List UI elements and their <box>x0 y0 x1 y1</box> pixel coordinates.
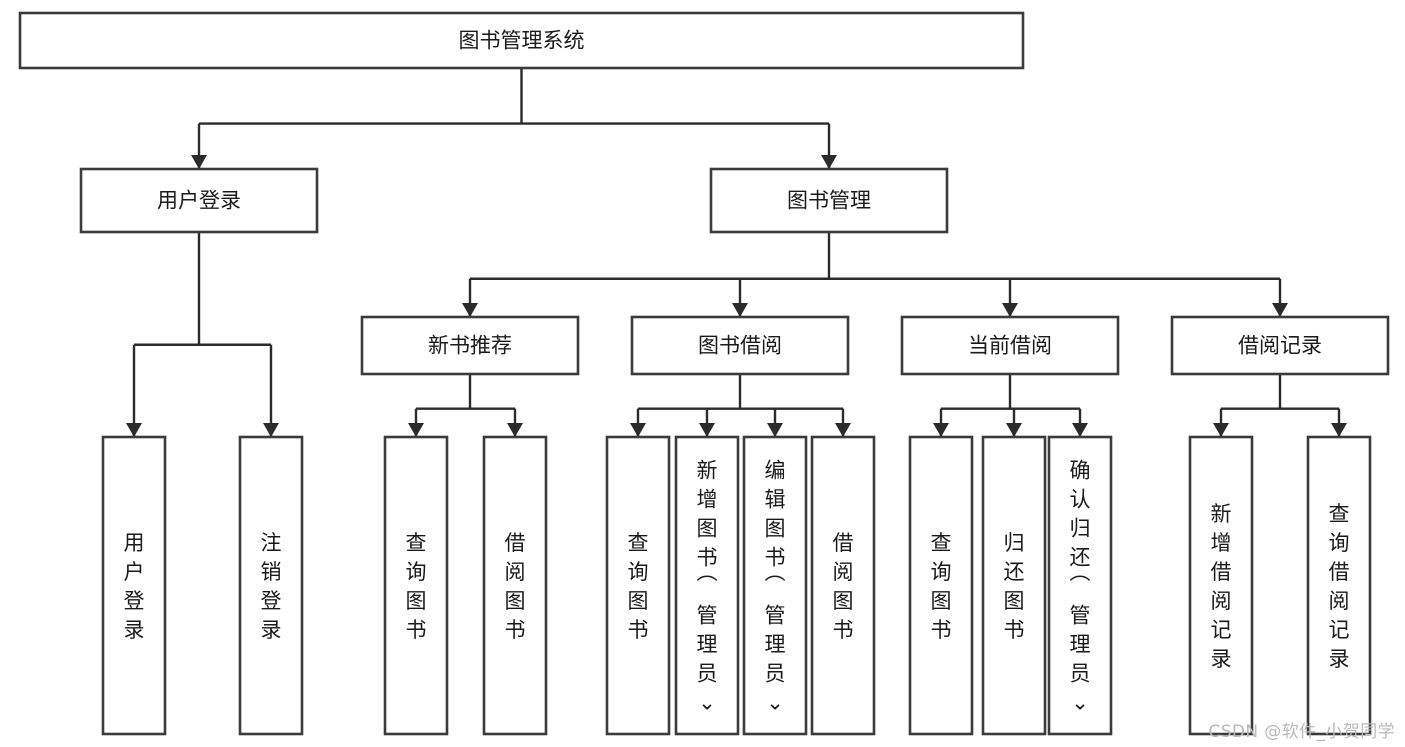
node-user-login[interactable]: 用户登录 <box>79 167 319 234</box>
arrow-head <box>408 423 424 437</box>
vertical-bracket: ⌄ <box>766 691 784 715</box>
arrow-head <box>1006 423 1022 437</box>
vertical-bracket: ⌄ <box>698 691 716 715</box>
node-box-leaf-query-book-1 <box>383 435 449 736</box>
edges-layer <box>126 68 1347 437</box>
node-box-leaf-add-book-admin <box>674 435 740 736</box>
vertical-bracket: ⌒ <box>1070 575 1091 599</box>
node-leaf-confirm-return-admin[interactable]: 确认归还⌒管理员⌄ <box>1047 435 1113 736</box>
node-leaf-add-book-admin[interactable]: 新增图书⌒管理员⌄ <box>674 435 740 736</box>
node-leaf-add-record[interactable]: 新增借阅记录 <box>1188 435 1254 736</box>
node-box-leaf-borrow-book-2 <box>810 435 876 736</box>
node-label-leaf-borrow-book-1: 借阅图书 <box>505 531 526 642</box>
node-box-book-manage <box>709 167 949 234</box>
node-leaf-query-book-1[interactable]: 查询图书 <box>383 435 449 736</box>
node-leaf-query-book-2[interactable]: 查询图书 <box>605 435 671 736</box>
arrow-head <box>933 423 949 437</box>
node-box-user-login <box>79 167 319 234</box>
arrow-head <box>1331 423 1347 437</box>
node-root[interactable]: 图书管理系统 <box>18 11 1025 70</box>
node-label-root: 图书管理系统 <box>459 29 585 53</box>
node-box-leaf-borrow-book-1 <box>482 435 548 736</box>
node-borrow-record[interactable]: 借阅记录 <box>1170 315 1390 376</box>
node-book-borrow[interactable]: 图书借阅 <box>630 315 850 376</box>
vertical-bracket: ⌄ <box>1071 691 1089 715</box>
arrow-head <box>1002 303 1018 317</box>
arrow-head <box>126 423 142 437</box>
arrow-head <box>1213 423 1229 437</box>
arrow-head <box>507 423 523 437</box>
node-leaf-borrow-book-2[interactable]: 借阅图书 <box>810 435 876 736</box>
node-box-leaf-query-book-3 <box>908 435 974 736</box>
node-box-current-borrow <box>900 315 1120 376</box>
node-label-leaf-user-login: 用户登录 <box>124 531 145 642</box>
node-leaf-edit-book-admin[interactable]: 编辑图书⌒管理员⌄ <box>742 435 808 736</box>
node-label-leaf-query-book-2: 查询图书 <box>628 531 649 642</box>
node-label-current-borrow: 当前借阅 <box>968 334 1052 358</box>
node-label-book-borrow: 图书借阅 <box>698 334 782 358</box>
node-box-leaf-edit-book-admin <box>742 435 808 736</box>
node-leaf-logout-login[interactable]: 注销登录 <box>238 435 304 736</box>
node-label-leaf-return-book: 归还图书 <box>1004 531 1025 642</box>
node-leaf-return-book[interactable]: 归还图书 <box>981 435 1047 736</box>
arrow-head <box>630 423 646 437</box>
node-current-borrow[interactable]: 当前借阅 <box>900 315 1120 376</box>
vertical-bracket: ⌒ <box>697 575 718 599</box>
nodes-layer: 图书管理系统用户登录图书管理新书推荐图书借阅当前借阅借阅记录用户登录注销登录查询… <box>18 11 1390 736</box>
arrow-head <box>732 303 748 317</box>
node-box-leaf-query-record <box>1306 435 1372 736</box>
node-label-user-login: 用户登录 <box>157 189 241 213</box>
node-leaf-borrow-book-1[interactable]: 借阅图书 <box>482 435 548 736</box>
node-leaf-query-book-3[interactable]: 查询图书 <box>908 435 974 736</box>
arrow-head <box>1072 423 1088 437</box>
vertical-bracket: ⌒ <box>765 575 786 599</box>
arrow-head <box>699 423 715 437</box>
arrow-head <box>191 155 207 169</box>
arrow-head <box>1272 303 1288 317</box>
node-box-leaf-user-login <box>101 435 167 736</box>
node-box-leaf-add-record <box>1188 435 1254 736</box>
arrow-head <box>263 423 279 437</box>
node-label-leaf-borrow-book-2: 借阅图书 <box>833 531 854 642</box>
arrow-head <box>767 423 783 437</box>
node-box-leaf-logout-login <box>238 435 304 736</box>
node-box-new-book-recommend <box>360 315 580 376</box>
arrow-head <box>835 423 851 437</box>
node-book-manage[interactable]: 图书管理 <box>709 167 949 234</box>
arrow-head <box>462 303 478 317</box>
node-label-leaf-query-book-3: 查询图书 <box>931 531 952 642</box>
node-label-leaf-confirm-return-admin: 确认归还⌒管理员⌄ <box>1070 459 1091 715</box>
node-new-book-recommend[interactable]: 新书推荐 <box>360 315 580 376</box>
node-leaf-user-login[interactable]: 用户登录 <box>101 435 167 736</box>
node-label-leaf-add-book-admin: 新增图书⌒管理员⌄ <box>697 459 718 715</box>
node-box-leaf-return-book <box>981 435 1047 736</box>
node-box-leaf-confirm-return-admin <box>1047 435 1113 736</box>
node-label-leaf-logout-login: 注销登录 <box>261 531 282 642</box>
node-label-leaf-edit-book-admin: 编辑图书⌒管理员⌄ <box>765 459 786 715</box>
node-box-leaf-query-book-2 <box>605 435 671 736</box>
node-label-new-book-recommend: 新书推荐 <box>428 334 512 358</box>
node-label-book-manage: 图书管理 <box>787 189 871 213</box>
node-box-book-borrow <box>630 315 850 376</box>
node-box-borrow-record <box>1170 315 1390 376</box>
node-label-leaf-add-record: 新增借阅记录 <box>1211 502 1232 671</box>
node-label-leaf-query-book-1: 查询图书 <box>406 531 427 642</box>
node-label-borrow-record: 借阅记录 <box>1238 334 1322 358</box>
watermark-text: CSDN @软件_小贺同学 <box>1208 722 1395 742</box>
node-box-root <box>18 11 1025 70</box>
node-label-leaf-query-record: 查询借阅记录 <box>1329 502 1350 671</box>
node-leaf-query-record[interactable]: 查询借阅记录 <box>1306 435 1372 736</box>
arrow-head <box>821 155 837 169</box>
